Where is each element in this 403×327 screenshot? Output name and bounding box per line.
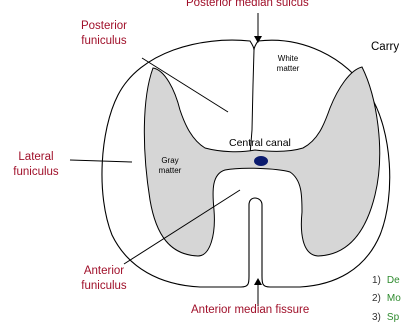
label-posterior-median-sulcus: Posterior median sulcus [186,0,309,9]
list-item-3-text: Sp [387,312,399,323]
list-item-3-num: 3) [372,312,381,323]
list-item-1-text: De [387,275,400,286]
label-anterior-funiculus-line2: funiculus [64,279,144,294]
arrowhead-anterior-fissure [254,278,262,285]
list-item-1: 1) De [372,270,400,288]
label-central-canal: Central canal [229,137,291,149]
central-canal [254,156,268,166]
label-anterior-funiculus: Anterior funiculus [64,264,144,294]
list-item-2-text: Mo [387,293,401,304]
list-item-3: 3) Sp [372,307,399,325]
label-anterior-median-fissure: Anterior median fissure [191,304,309,316]
label-white-matter-line2: matter [268,64,308,74]
label-anterior-funiculus-line1: Anterior [64,264,144,279]
label-white-matter: White matter [268,54,308,74]
label-lateral-funiculus-line2: funiculus [0,165,74,180]
label-posterior-funiculus-line2: funiculus [64,34,144,49]
list-item-2: 2) Mo [372,288,401,306]
side-text-carry: Carry [371,41,399,53]
list-item-2-num: 2) [372,293,381,304]
label-posterior-funiculus: Posterior funiculus [64,19,144,49]
label-gray-matter-line1: Gray [152,156,188,166]
label-lateral-funiculus: Lateral funiculus [0,150,74,180]
label-posterior-funiculus-line1: Posterior [64,19,144,34]
label-gray-matter: Gray matter [152,156,188,176]
label-gray-matter-line2: matter [152,166,188,176]
list-item-1-num: 1) [372,275,381,286]
label-lateral-funiculus-line1: Lateral [0,150,74,165]
label-white-matter-line1: White [268,54,308,64]
